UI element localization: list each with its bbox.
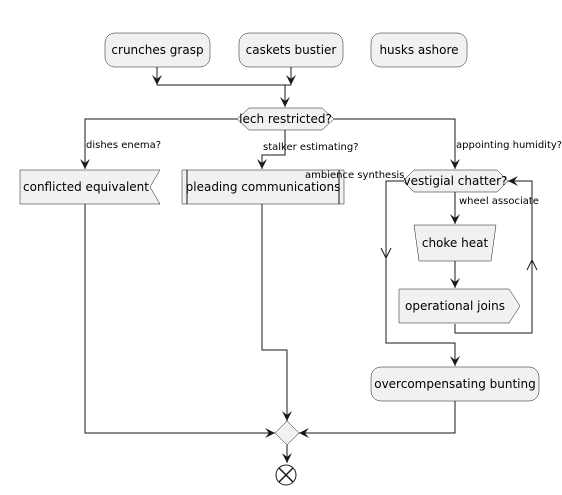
decision-vestigial-chatter: vestigial chatter? <box>402 169 509 193</box>
node-operational-joins: operational joins <box>398 288 521 324</box>
edge-lech-to-pleading <box>257 130 286 169</box>
exit-down-arrow <box>380 247 392 259</box>
edge-label-dishes-enema: dishes enema? <box>86 140 161 151</box>
node-shape <box>370 366 540 402</box>
edge-overcomp-to-end-merge <box>299 401 456 438</box>
node-shape <box>398 288 521 324</box>
decision-shape <box>236 107 335 131</box>
merge-diamond <box>274 420 300 446</box>
node-label: husks ashore <box>379 43 458 57</box>
edge-conflicted-to-end-merge <box>84 204 275 438</box>
node-label: crunches grasp <box>111 43 203 57</box>
edge-vestigial-exit <box>385 180 460 366</box>
edge-label-stalker-estimating: stalker estimating? <box>263 142 359 153</box>
node-caskets-bustier: caskets bustier <box>238 32 344 68</box>
edge-lech-to-vestigial <box>334 118 460 169</box>
edge-lech-to-conflicted <box>80 118 237 169</box>
node-husks-ashore: husks ashore <box>370 32 468 68</box>
node-shape <box>238 32 344 68</box>
node-shape <box>104 32 211 68</box>
merge-shape <box>274 420 300 446</box>
node-shape <box>19 169 161 205</box>
node-label: choke heat <box>422 236 489 250</box>
node-shape <box>370 32 468 68</box>
edge-label-ambience-synthesis: ambience synthesis <box>305 170 404 181</box>
node-crunches-grasp: crunches grasp <box>104 32 211 68</box>
node-label: conflicted equivalent <box>23 180 149 194</box>
stop-x-mark <box>278 467 294 483</box>
loop-up-arrow <box>526 259 538 271</box>
decision-lech-restricted: lech restricted? <box>236 107 335 131</box>
decision-label: lech restricted? <box>239 112 332 126</box>
edge-pleading-to-end-merge <box>261 204 292 421</box>
edge-loop-back <box>454 176 533 334</box>
stop-circle-x-icon <box>275 464 297 486</box>
edge-label-appointing-humidity: appointing humidity? <box>456 140 562 151</box>
edges <box>80 67 538 463</box>
node-choke-heat: choke heat <box>413 224 497 262</box>
node-shape <box>181 169 345 205</box>
node-pleading-communications: pleading communications <box>181 169 345 205</box>
node-overcompensating-bunting: overcompensating bunting <box>370 366 540 402</box>
decision-shape <box>402 169 509 193</box>
node-label: caskets bustier <box>246 43 337 57</box>
edge-label-wheel-associate: wheel associate <box>459 196 539 207</box>
node-label: overcompensating bunting <box>374 377 536 391</box>
node-label: pleading communications <box>186 180 341 194</box>
decision-label: vestigial chatter? <box>404 174 508 188</box>
node-conflicted-equivalent: conflicted equivalent <box>19 169 161 205</box>
node-shape <box>413 224 497 262</box>
node-label: operational joins <box>405 299 505 313</box>
